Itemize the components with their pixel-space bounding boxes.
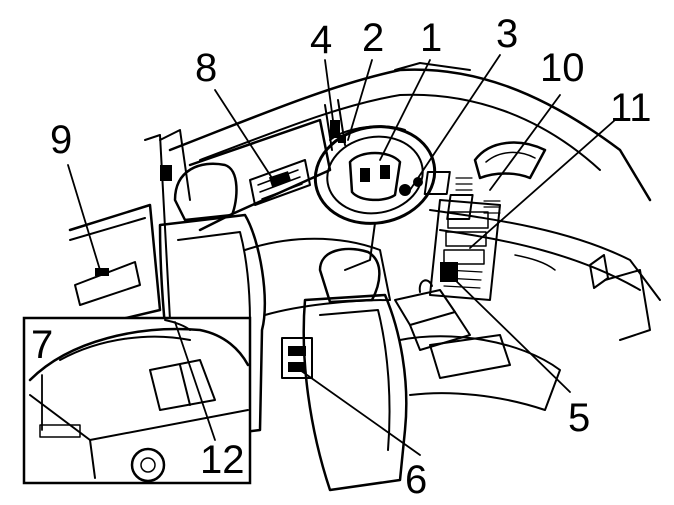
- leader-12: [174, 321, 216, 441]
- leader-10: [489, 94, 561, 191]
- leader-2: [347, 59, 373, 141]
- leader-4: [324, 59, 335, 129]
- callout-3: 3: [496, 12, 519, 56]
- inset-car-view: [22, 316, 252, 485]
- callout-5: 5: [568, 396, 591, 440]
- callout-11: 11: [610, 86, 652, 130]
- callout-1: 1: [420, 16, 443, 60]
- dashboard: [168, 62, 661, 341]
- callout-12: 12: [200, 438, 245, 482]
- callout-2: 2: [362, 16, 385, 60]
- leader-3: [409, 54, 501, 191]
- callout-6: 6: [405, 458, 428, 502]
- driver-door: [188, 99, 346, 232]
- leader-lines: [41, 54, 616, 456]
- callout-4: 4: [310, 18, 333, 62]
- callout-10: 10: [540, 46, 585, 90]
- leader-8: [214, 89, 273, 179]
- center-console: [394, 199, 501, 351]
- steering-wheel: [313, 125, 437, 271]
- leader-6: [299, 369, 421, 456]
- leader-1: [379, 59, 431, 161]
- leader-5: [449, 274, 571, 393]
- leader-11: [469, 119, 616, 249]
- callout-7: 7: [31, 323, 54, 367]
- front-seats: [158, 162, 561, 492]
- leader-9: [67, 164, 101, 271]
- callout-8: 8: [195, 46, 218, 90]
- callout-9: 9: [50, 118, 73, 162]
